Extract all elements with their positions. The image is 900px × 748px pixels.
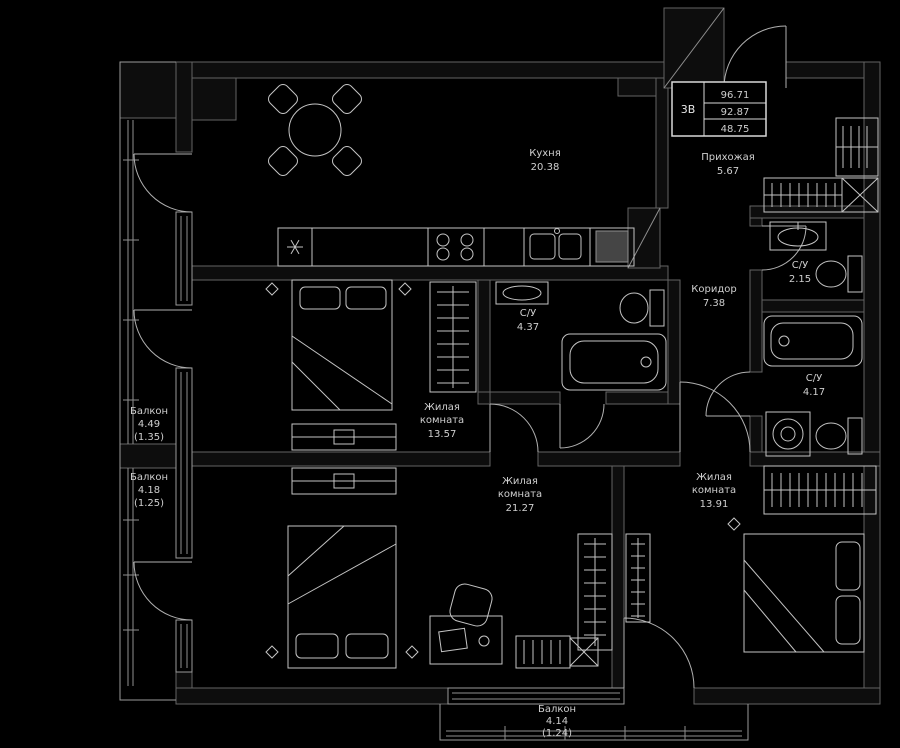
- room1-furniture: [265, 279, 477, 451]
- sconce-icon: [398, 282, 412, 296]
- tv-stand: [291, 467, 397, 495]
- oven-icon: [595, 230, 629, 263]
- room1-area: 13.57: [428, 429, 457, 440]
- balcony-lt-area2: (1.35): [134, 432, 164, 443]
- room1-balcony-door-arc: [133, 309, 193, 369]
- room3-label-1: Жилая: [696, 472, 732, 483]
- washbasin-icon: [495, 281, 549, 305]
- toilet-icon: [815, 417, 863, 455]
- info-box: 3В 96.71 92.87 48.75: [671, 81, 767, 137]
- washbasin-icon: [769, 221, 827, 251]
- balcony-b-label: Балкон: [538, 704, 576, 715]
- bath-mid-door-arc: [559, 403, 605, 449]
- double-bed: [287, 525, 397, 669]
- balcony-lb-area: 4.18: [138, 485, 160, 496]
- bath-small-door-arc: [761, 225, 807, 271]
- corridor-area: 7.38: [703, 298, 725, 309]
- sconce-icon: [265, 282, 279, 296]
- room3-door-arc: [679, 381, 751, 453]
- fridge-icon: [287, 239, 303, 255]
- room3-balcony-door-arc: [623, 617, 695, 689]
- bath-large-label: С/У: [806, 373, 822, 384]
- room2-furniture: [265, 467, 613, 669]
- balcony-lt-label: Балкон: [130, 406, 168, 417]
- balcony-lb-area2: (1.25): [134, 498, 164, 509]
- bath-large-door-arc: [705, 371, 751, 417]
- hallway-wardrobe: [835, 117, 879, 177]
- room2-area: 21.27: [506, 503, 535, 514]
- bath-mid-label: С/У: [520, 308, 536, 319]
- balcony-lb-label: Балкон: [130, 472, 168, 483]
- room3-area: 13.91: [700, 499, 729, 510]
- bath-small-label: С/У: [792, 260, 808, 271]
- room-labels: Кухня 20.38 Прихожая 5.67 С/У 2.15 Корид…: [130, 148, 825, 739]
- doors: [133, 25, 807, 689]
- balcony-lt-area: 4.49: [138, 419, 160, 430]
- bath-small-fixtures: [769, 221, 863, 293]
- sconce-icon: [265, 645, 279, 659]
- bath-mid-fixtures: [495, 281, 667, 391]
- washing-machine-icon: [765, 411, 811, 457]
- windows: [175, 211, 625, 705]
- toilet-icon: [815, 255, 863, 293]
- double-bed: [291, 279, 393, 411]
- entry-door-arc: [723, 25, 787, 89]
- hallway-hanger-row: [763, 177, 843, 213]
- dresser: [515, 635, 571, 669]
- room2-balcony-door-arc: [133, 561, 193, 621]
- bath-large-fixtures: [763, 315, 863, 457]
- room2-door-arc: [489, 403, 539, 453]
- balcony-bottom-shell: [439, 704, 749, 741]
- corridor-label: Коридор: [691, 284, 736, 295]
- sconce-icon: [727, 517, 741, 531]
- bathtub-icon: [763, 315, 863, 367]
- balcony-left-shell: [119, 61, 176, 701]
- walls: [119, 61, 881, 705]
- bathtub-icon: [561, 333, 667, 391]
- room1-label-2: комната: [420, 415, 464, 426]
- kitchen-sink-icon: [529, 228, 582, 260]
- wardrobe: [429, 281, 477, 393]
- wardrobe: [577, 533, 613, 651]
- room2-label-1: Жилая: [502, 476, 538, 487]
- desk-chair: [449, 583, 493, 627]
- info-value-reduced: 92.87: [721, 107, 750, 118]
- apartment-type: 3В: [681, 103, 696, 116]
- double-bed: [743, 533, 865, 653]
- hallway-label: Прихожая: [701, 152, 755, 163]
- sconce-icon: [405, 645, 419, 659]
- dining-table: [268, 84, 362, 176]
- info-value-living: 48.75: [721, 124, 750, 135]
- room2-label-2: комната: [498, 489, 542, 500]
- wardrobe: [625, 533, 651, 623]
- info-value-total: 96.71: [721, 90, 750, 101]
- bath-small-area: 2.15: [789, 274, 811, 285]
- room1-label-1: Жилая: [424, 402, 460, 413]
- bath-large-area: 4.17: [803, 387, 825, 398]
- balcony-b-area2: (1.24): [542, 728, 572, 739]
- cabinet: [569, 637, 599, 667]
- balcony-b-area: 4.14: [546, 716, 568, 727]
- hallway-area: 5.67: [717, 166, 739, 177]
- tv-stand: [291, 423, 397, 451]
- toilet-icon: [619, 289, 665, 327]
- hanger-row: [763, 465, 877, 515]
- vent-shaft: [627, 7, 725, 269]
- desk: [429, 615, 503, 665]
- stove-icon: [436, 233, 474, 261]
- bath-mid-area: 4.37: [517, 322, 539, 333]
- room3-furniture: [625, 465, 877, 653]
- kitchen-label: Кухня: [529, 148, 561, 159]
- kitchen-balcony-door-arc: [133, 153, 193, 213]
- kitchen-counter: [277, 227, 635, 267]
- room3-label-2: комната: [692, 485, 736, 496]
- kitchen-area: 20.38: [531, 162, 560, 173]
